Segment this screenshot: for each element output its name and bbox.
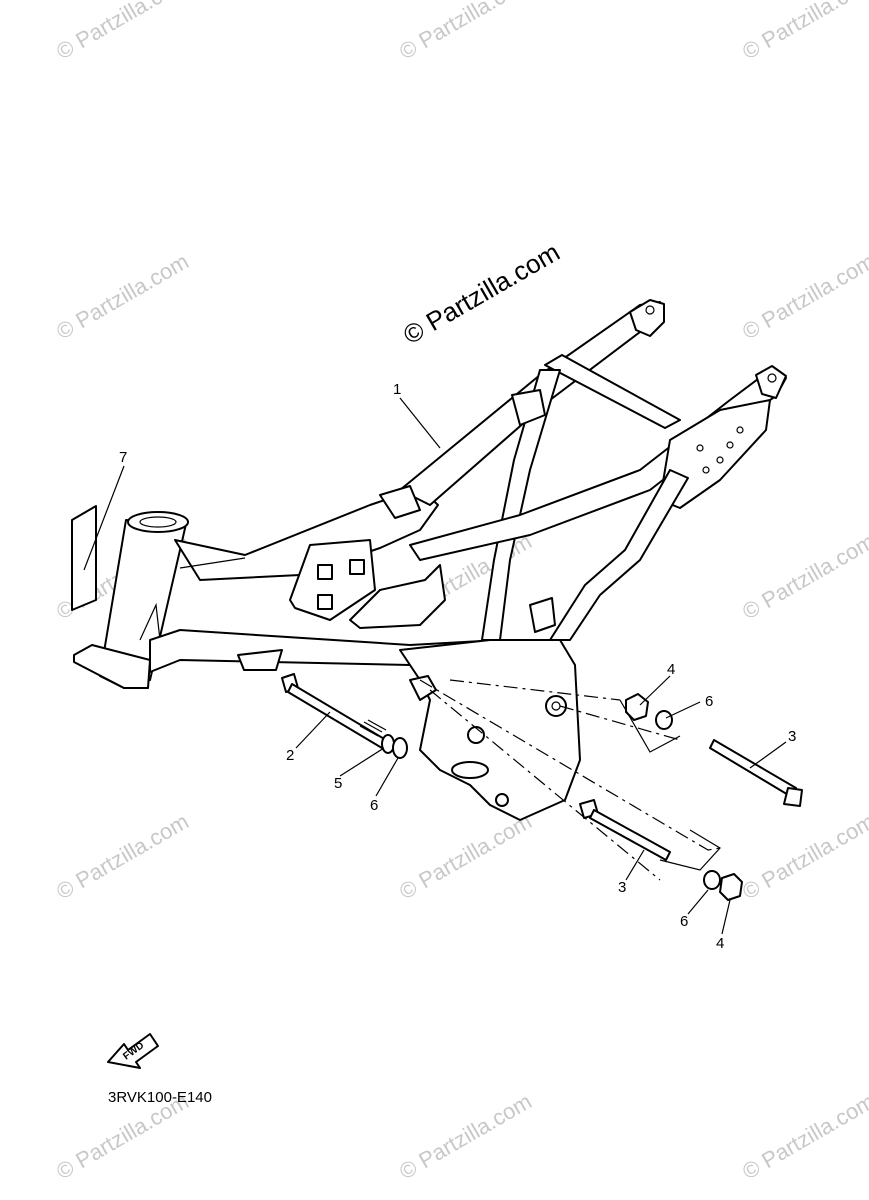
callout-6-upper: 6 [705,693,713,710]
engine-hanger-center [349,564,446,629]
callout-numbers: 1 7 4 6 3 2 5 6 3 6 4 [119,381,796,952]
bolt-3-upper [709,739,803,807]
diagram-code: 3RVK100-E140 [108,1089,212,1106]
right-down-tube [549,469,689,641]
main-spar [174,487,439,581]
watermark: © Partzilla.com [395,809,536,905]
leader-lines [83,397,787,935]
callout-4-lower: 4 [716,935,724,952]
nut-4-upper [625,693,649,721]
cross-member [544,354,681,429]
bolt-3-lower [579,799,671,861]
callout-3-upper: 3 [788,728,796,745]
watermark: © Partzilla.com [738,0,869,64]
callout-5: 5 [334,775,342,792]
watermark: © Partzilla.com [52,0,193,64]
watermark: © Partzilla.com [395,1089,536,1185]
washer-6-upper [655,710,673,730]
callout-7: 7 [119,449,127,466]
fwd-arrow-icon: FWD [107,1033,159,1069]
pivot-plate [399,639,581,821]
frame-assembly[interactable] [73,299,787,821]
watermark: © Partzilla.com [52,809,193,905]
callout-2: 2 [286,747,294,764]
watermark: © Partzilla.com [395,0,536,64]
frame-label-decal [71,505,97,611]
watermark: © Partzilla.com [738,249,869,345]
nut-4-lower [719,873,743,901]
center-watermark: © Partzilla.com [398,237,565,351]
watermark: © Partzilla.com [52,249,193,345]
callout-6-lower: 6 [680,913,688,930]
washer-6-lower [703,870,721,890]
watermark: © Partzilla.com [738,1089,869,1185]
callout-6-left: 6 [370,797,378,814]
watermark: © Partzilla.com [738,809,869,905]
watermark-grid: © Partzilla.com © Partzilla.com © Partzi… [52,0,869,1184]
head-pipe [73,511,189,689]
callout-1: 1 [393,381,401,398]
watermark: © Partzilla.com [738,529,869,625]
callout-3-lower: 3 [618,879,626,896]
assembly-lines [419,679,721,881]
washer-6-left [392,737,408,759]
callout-4-upper: 4 [667,661,675,678]
bolt-2 [281,673,387,749]
